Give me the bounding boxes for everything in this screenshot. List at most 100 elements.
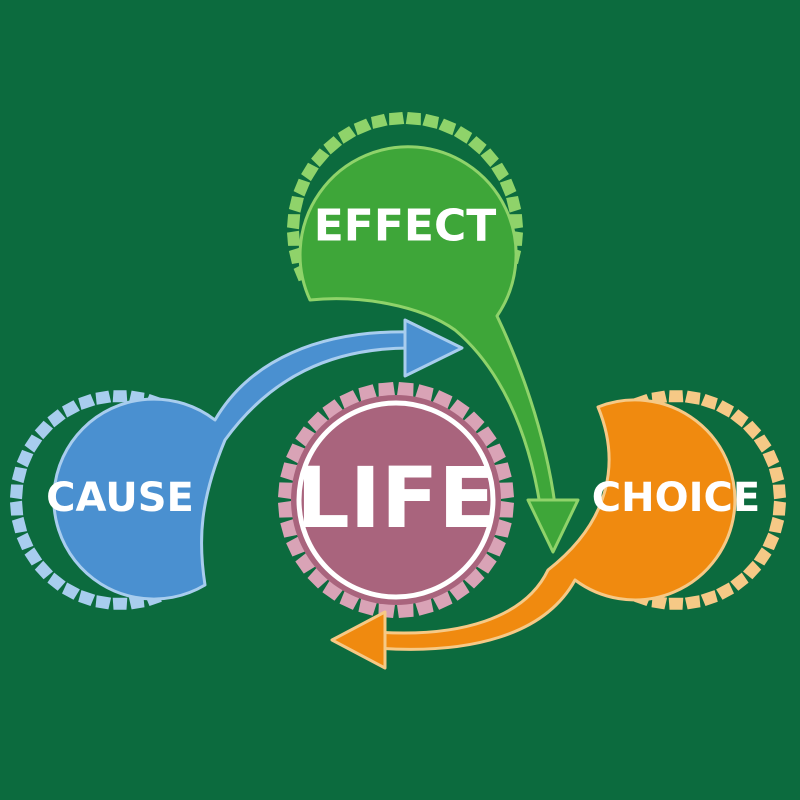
- gear-tooth: [684, 390, 701, 405]
- gear-tooth: [337, 126, 357, 144]
- gear-tooth: [34, 420, 53, 440]
- gear-tooth: [288, 196, 304, 213]
- gear-tooth: [47, 409, 66, 428]
- gear-tooth: [468, 136, 487, 155]
- gear-tooth: [415, 598, 434, 616]
- life-label: LIFE: [296, 449, 496, 547]
- gear-tooth: [700, 394, 718, 410]
- gear-tooth: [480, 148, 499, 167]
- gear-tooth: [371, 113, 388, 129]
- effect-label: EFFECT: [314, 201, 497, 252]
- gear-tooth: [772, 484, 786, 500]
- gear-tooth: [353, 118, 372, 136]
- gear-tooth: [448, 399, 470, 420]
- gear-tooth: [762, 532, 780, 551]
- gear-tooth: [287, 214, 301, 230]
- gear-tooth: [378, 382, 396, 398]
- gear-tooth: [295, 426, 316, 448]
- gear-tooth: [307, 411, 329, 433]
- gear-tooth: [78, 590, 96, 606]
- gear-tooth: [62, 582, 80, 600]
- gear-tooth: [323, 136, 342, 155]
- gear-tooth: [753, 547, 772, 566]
- gear-tooth: [311, 148, 330, 167]
- gear-tooth: [716, 582, 734, 600]
- gear-tooth: [668, 390, 684, 403]
- gear-tooth: [716, 400, 734, 418]
- gear-tooth: [62, 400, 80, 418]
- gear-tooth: [498, 500, 514, 518]
- gear-tooth: [322, 399, 344, 420]
- gear-tooth: [24, 547, 43, 566]
- gear-tooth: [278, 482, 294, 500]
- gear-tooth: [293, 178, 311, 197]
- gear-tooth: [280, 519, 298, 538]
- gear-tooth: [295, 552, 316, 574]
- gear-tooth: [753, 434, 772, 453]
- gear-tooth: [16, 449, 34, 468]
- gear-tooth: [280, 462, 298, 481]
- gear-tooth: [396, 602, 414, 618]
- gear-tooth: [47, 572, 66, 591]
- gear-tooth: [463, 567, 485, 589]
- gear-tooth: [494, 462, 512, 481]
- gear-tooth: [768, 466, 785, 484]
- gear-tooth: [491, 162, 509, 182]
- gear-tooth: [278, 500, 294, 518]
- gear-tooth: [415, 384, 434, 402]
- gear-tooth: [301, 162, 319, 182]
- gear-tooth: [762, 449, 780, 468]
- gear-tooth: [95, 595, 112, 610]
- life-gear-teeth: [278, 382, 514, 618]
- gear-tooth: [95, 390, 112, 405]
- life-inner-ring: [296, 400, 496, 600]
- gear-tooth: [422, 113, 439, 129]
- gear-tooth: [743, 420, 762, 440]
- gear-tooth: [463, 411, 485, 433]
- gear-tooth: [772, 500, 786, 516]
- gear-tooth: [448, 580, 470, 601]
- life-circle: [291, 395, 501, 605]
- gear-tooth: [112, 597, 128, 610]
- gear-tooth: [10, 500, 24, 516]
- cause-to-effect-arrowhead: [403, 318, 464, 378]
- gear-tooth: [78, 394, 96, 410]
- gear-tooth: [506, 196, 522, 213]
- gear-tooth: [16, 532, 34, 551]
- gear-tooth: [11, 466, 28, 484]
- gear-tooth: [438, 118, 457, 136]
- effect-to-choice-arrowhead: [526, 498, 580, 554]
- gear-tooth: [358, 598, 377, 616]
- gear-tooth: [476, 426, 497, 448]
- gear-tooth: [453, 126, 473, 144]
- gear-tooth: [405, 112, 421, 126]
- effect-circle: [298, 145, 557, 507]
- choice-label: CHOICE: [592, 475, 760, 521]
- gear-tooth: [112, 390, 128, 403]
- gear-tooth: [10, 484, 24, 500]
- gear-tooth: [476, 552, 497, 574]
- choice-circle: [373, 398, 737, 651]
- gear-tooth: [322, 580, 344, 601]
- gear-tooth: [768, 516, 785, 534]
- gear-tooth: [287, 230, 301, 246]
- gear-tooth: [743, 560, 762, 580]
- gear-tooth: [499, 178, 517, 197]
- gear-tooth: [307, 567, 329, 589]
- gear-tooth: [494, 519, 512, 538]
- gear-tooth: [24, 434, 43, 453]
- gear-tooth: [11, 516, 28, 534]
- gear-tooth: [498, 482, 514, 500]
- gear-tooth: [34, 560, 53, 580]
- gear-tooth: [730, 409, 749, 428]
- gear-tooth: [730, 572, 749, 591]
- cause-label: CAUSE: [46, 475, 194, 521]
- choice-to-cause-arrowhead: [330, 610, 387, 670]
- gear-tooth: [358, 384, 377, 402]
- gear-tooth: [684, 595, 701, 610]
- cause-circle: [52, 330, 412, 601]
- gear-tooth: [700, 590, 718, 606]
- gear-tooth: [389, 112, 405, 126]
